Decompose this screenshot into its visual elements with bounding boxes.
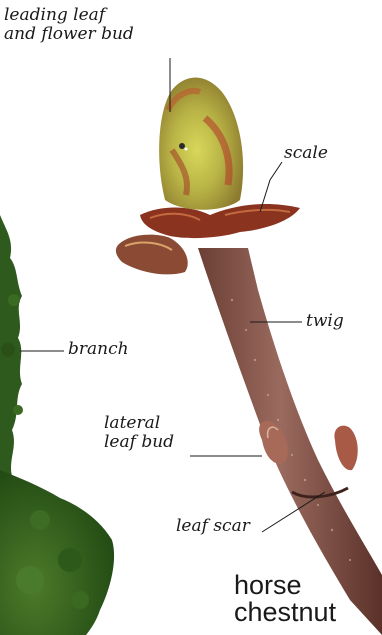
- leaf-scar-label: leaf scar: [176, 517, 250, 536]
- twig-label: twig: [306, 312, 344, 331]
- branch-label: branch: [68, 340, 129, 359]
- plant-name-line1: horse: [234, 572, 336, 599]
- lateral-bud-label-line1: lateral: [104, 414, 174, 433]
- leading-bud-label: leading leaf and flower bud: [4, 6, 134, 44]
- scale-label: scale: [284, 144, 328, 163]
- plant-name: horse chestnut: [234, 572, 336, 626]
- plant-name-line2: chestnut: [234, 599, 336, 626]
- leading-bud-label-line2: and flower bud: [4, 25, 134, 44]
- lateral-bud-label-line2: leaf bud: [104, 433, 174, 452]
- branch-foliage: [0, 215, 114, 635]
- lateral-bud-label: lateral leaf bud: [104, 414, 174, 452]
- leading-bud: [159, 78, 243, 210]
- leading-bud-label-line1: leading leaf: [4, 6, 134, 25]
